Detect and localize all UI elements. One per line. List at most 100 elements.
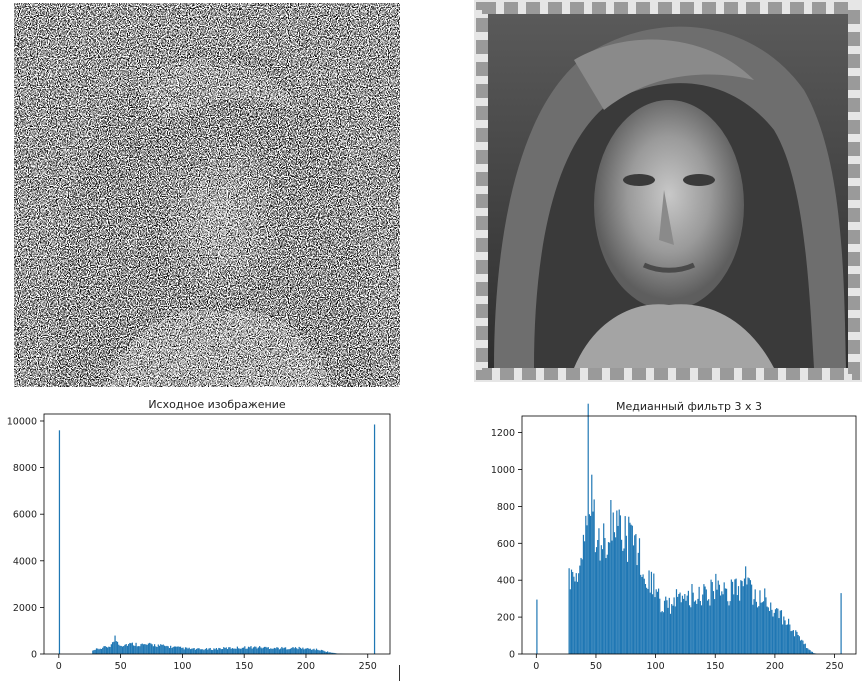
- histogram-bar: [740, 580, 742, 654]
- histogram-bar: [134, 645, 136, 654]
- histogram-bar: [592, 511, 594, 654]
- histogram-bar: [266, 647, 268, 654]
- histogram-bar: [724, 588, 726, 654]
- histogram-bar: [712, 591, 715, 654]
- histogram-bar: [671, 604, 673, 654]
- histogram-bar: [702, 594, 704, 654]
- histogram-bar: [317, 649, 319, 654]
- histogram-bar: [129, 642, 131, 654]
- histogram-bar: [208, 648, 210, 654]
- histogram-bars: [92, 635, 350, 654]
- histogram-bar: [166, 645, 168, 654]
- histogram-bar: [257, 647, 260, 654]
- chart-title: Медианный фильтр 3 x 3: [616, 400, 762, 413]
- histogram-bar: [594, 552, 596, 654]
- histogram-bar: [215, 648, 217, 654]
- histogram-bar: [303, 649, 305, 654]
- histogram-bar: [586, 525, 588, 654]
- histogram-bar: [209, 647, 211, 654]
- histogram-bar: [667, 607, 669, 654]
- histogram-bar: [681, 595, 684, 654]
- histogram-bar: [242, 647, 245, 654]
- histogram-bar: [768, 610, 771, 654]
- x-tick-label: 100: [647, 661, 665, 672]
- histogram-bar: [616, 510, 618, 654]
- histogram-bar: [711, 582, 713, 654]
- histogram-bar: [783, 616, 785, 654]
- histogram-bar: [273, 647, 276, 654]
- histogram-bar: [161, 644, 163, 654]
- histogram-bar: [679, 592, 681, 654]
- histogram-bar: [637, 552, 639, 654]
- histogram-bar: [224, 648, 226, 654]
- histogram-bar: [653, 573, 655, 654]
- histogram-bar: [126, 645, 129, 654]
- histogram-bar: [111, 642, 114, 654]
- histogram-bar: [263, 646, 266, 654]
- y-tick-label: 800: [497, 502, 515, 513]
- histogram-bar: [318, 650, 320, 654]
- histogram-bar: [220, 649, 222, 654]
- divider-line: [399, 665, 400, 681]
- histogram-bar: [103, 646, 105, 654]
- histogram-bar: [320, 649, 323, 654]
- histogram-bar: [160, 644, 162, 654]
- histogram-bar: [753, 599, 755, 654]
- histogram-bar: [634, 535, 636, 654]
- histogram-bar: [147, 643, 150, 654]
- histogram-bar: [690, 607, 692, 654]
- histogram-bar: [684, 594, 686, 654]
- histogram-bar: [193, 648, 195, 654]
- histogram-bar: [210, 649, 213, 654]
- histogram-bar: [99, 648, 101, 654]
- histogram-bar: [758, 606, 760, 654]
- histogram-bar: [689, 605, 691, 654]
- histogram-bar: [124, 644, 126, 654]
- histogram-bar: [572, 571, 574, 654]
- histogram-bar: [624, 516, 626, 654]
- histogram-bar: [736, 595, 738, 654]
- histogram-bar: [255, 646, 257, 654]
- histogram-bar: [739, 600, 741, 654]
- histogram-bar: [241, 647, 243, 654]
- x-tick-label: 0: [533, 661, 539, 672]
- histogram-bar: [755, 601, 757, 654]
- histogram-bar: [214, 649, 216, 654]
- histogram-bar: [284, 647, 287, 654]
- histogram-bar: [643, 578, 645, 654]
- histogram-bar: [178, 646, 180, 654]
- histogram-bar: [683, 598, 685, 654]
- histogram-bar: [238, 648, 240, 654]
- histogram-bar: [784, 620, 786, 654]
- histogram-bar: [675, 589, 678, 654]
- histogram-bar: [791, 630, 793, 654]
- histogram-bar: [717, 580, 719, 654]
- histogram-bar: [779, 610, 781, 654]
- histogram-bar: [776, 608, 778, 654]
- histogram-bar: [219, 648, 221, 654]
- histogram-bar: [578, 573, 580, 654]
- histogram-bar: [262, 647, 264, 654]
- y-tick-label: 10000: [7, 416, 37, 427]
- histogram-bar: [647, 589, 649, 654]
- y-tick-label: 1200: [491, 428, 515, 439]
- histogram-bar: [189, 649, 192, 654]
- histogram-bar: [136, 646, 138, 654]
- histogram-bar: [275, 648, 277, 654]
- histogram-bar: [330, 652, 332, 654]
- histogram-bar: [660, 612, 662, 654]
- histogram-spike: [536, 599, 538, 654]
- histogram-bar: [226, 649, 229, 654]
- histogram-bar: [762, 601, 765, 654]
- histogram-bar: [198, 648, 200, 654]
- histogram-bar: [725, 588, 728, 654]
- histogram-bar: [630, 524, 632, 654]
- histogram-bar: [629, 522, 631, 654]
- histogram-bar: [94, 649, 96, 654]
- histogram-bar: [171, 648, 173, 654]
- histogram-bar: [737, 586, 740, 654]
- y-tick-label: 6000: [13, 510, 37, 521]
- histogram-bar: [708, 599, 710, 654]
- histogram-bar: [184, 647, 187, 654]
- histogram-bar: [618, 509, 620, 654]
